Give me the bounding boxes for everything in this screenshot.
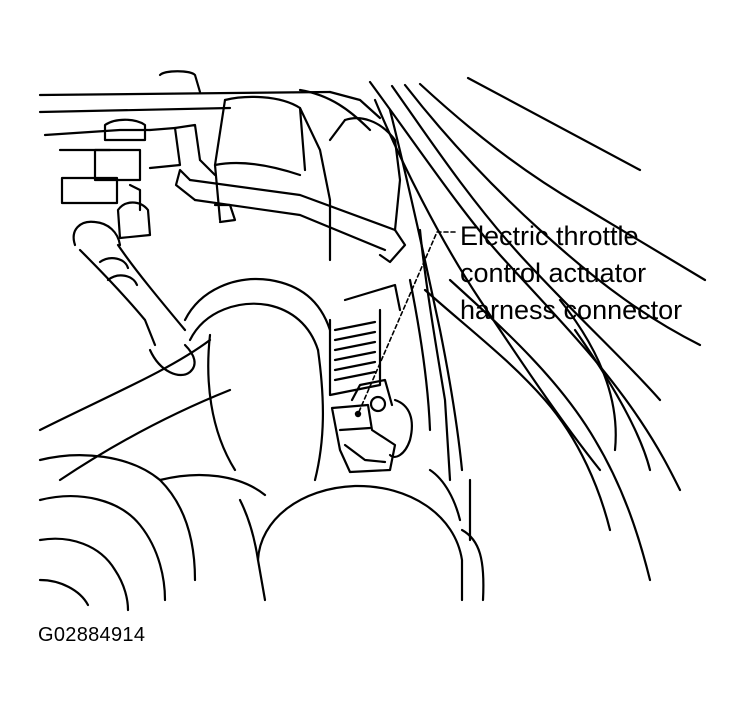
air-cleaner-cap bbox=[238, 484, 485, 602]
throttle-body-fins bbox=[328, 283, 402, 397]
bypass-hose bbox=[72, 220, 196, 377]
right-hoses bbox=[408, 228, 472, 542]
upper-pipes bbox=[38, 70, 382, 152]
air-duct bbox=[38, 278, 332, 612]
callout-line-2: control actuator bbox=[460, 258, 647, 288]
background-hoses bbox=[368, 76, 707, 582]
harness-connector bbox=[330, 378, 413, 474]
callout-line-1: Electric throttle bbox=[460, 221, 639, 251]
callout-leader bbox=[354, 231, 456, 418]
left-fittings bbox=[60, 118, 237, 240]
figure-id: G02884914 bbox=[38, 624, 146, 646]
manifold-hose bbox=[174, 168, 407, 264]
callout-line-3: harness connector bbox=[460, 295, 683, 325]
callout-label: Electric throttle control actuator harne… bbox=[460, 218, 682, 329]
intake-manifold bbox=[213, 95, 402, 262]
